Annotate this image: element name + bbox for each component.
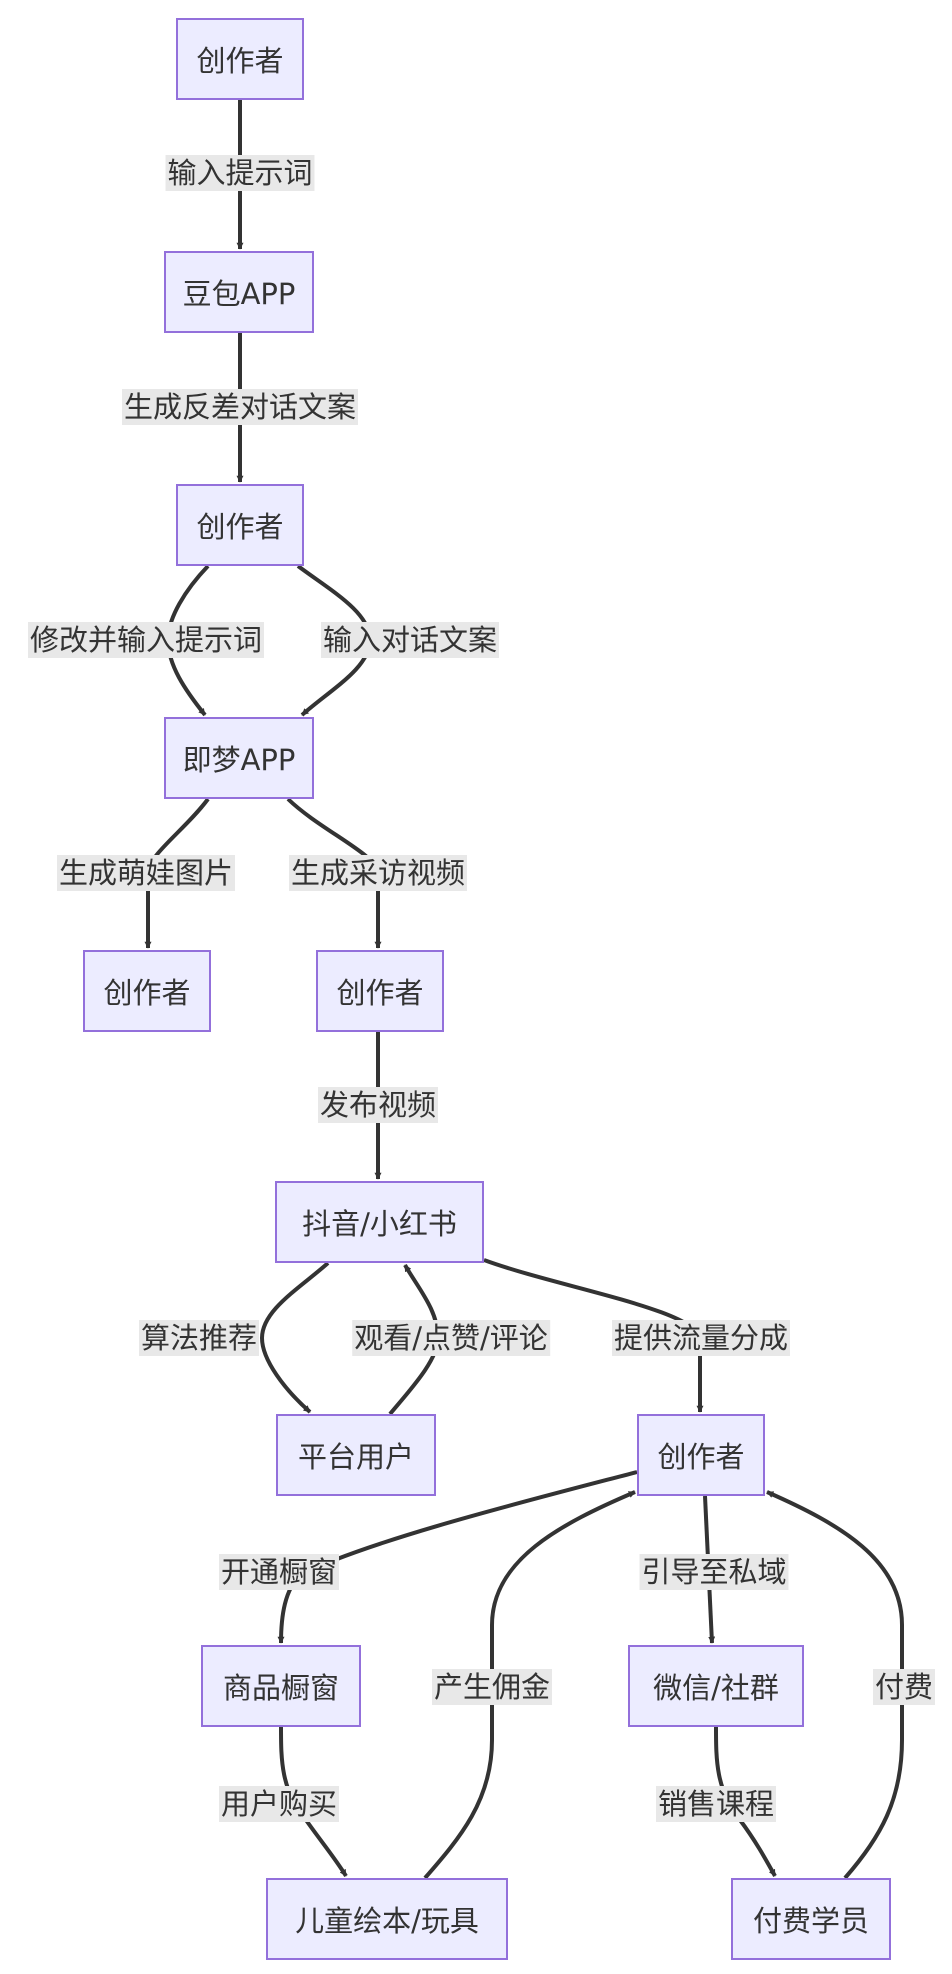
edge-label-e8: 算法推荐 <box>138 1320 260 1356</box>
edge-e11-arrow <box>277 1470 638 1644</box>
node-n9: 创作者 <box>637 1414 765 1496</box>
edge-label-e7: 发布视频 <box>317 1087 439 1123</box>
node-n7: 抖音/小红书 <box>275 1181 484 1263</box>
edge-label-e11: 开通橱窗 <box>218 1554 340 1590</box>
edge-label-e2: 生成反差对话文案 <box>121 389 359 425</box>
edge-label-e15: 销售课程 <box>655 1786 777 1822</box>
edge-label-e9: 观看/点赞/评论 <box>352 1320 550 1356</box>
edge-label-e10: 提供流量分成 <box>611 1320 791 1356</box>
edge-label-e12: 引导至私域 <box>639 1554 789 1590</box>
node-n1: 创作者 <box>176 18 304 100</box>
edge-e14-arrow <box>423 1490 636 1880</box>
node-n2: 豆包APP <box>164 251 314 333</box>
node-n4: 即梦APP <box>164 717 314 799</box>
node-n5: 创作者 <box>83 950 211 1032</box>
edge-label-e14: 产生佣金 <box>431 1669 553 1705</box>
edge-e16-arrow <box>766 1490 904 1880</box>
node-n6: 创作者 <box>316 950 444 1032</box>
edge-label-e5: 生成萌娃图片 <box>56 855 236 891</box>
node-n11: 微信/社群 <box>628 1645 804 1727</box>
node-n10: 商品橱窗 <box>201 1645 361 1727</box>
edge-label-e16: 付费 <box>872 1669 936 1705</box>
edge-e8-arrow <box>259 1261 330 1414</box>
edge-label-e4: 输入对话文案 <box>320 622 500 658</box>
edge-label-e6: 生成采访视频 <box>288 855 468 891</box>
edge-label-e3: 修改并输入提示词 <box>27 622 265 658</box>
node-n8: 平台用户 <box>276 1414 436 1496</box>
node-n3: 创作者 <box>176 484 304 566</box>
edge-label-e1: 输入提示词 <box>165 155 315 191</box>
edge-label-e13: 用户购买 <box>218 1786 340 1822</box>
node-n13: 付费学员 <box>731 1878 891 1960</box>
node-n12: 儿童绘本/玩具 <box>266 1878 508 1960</box>
